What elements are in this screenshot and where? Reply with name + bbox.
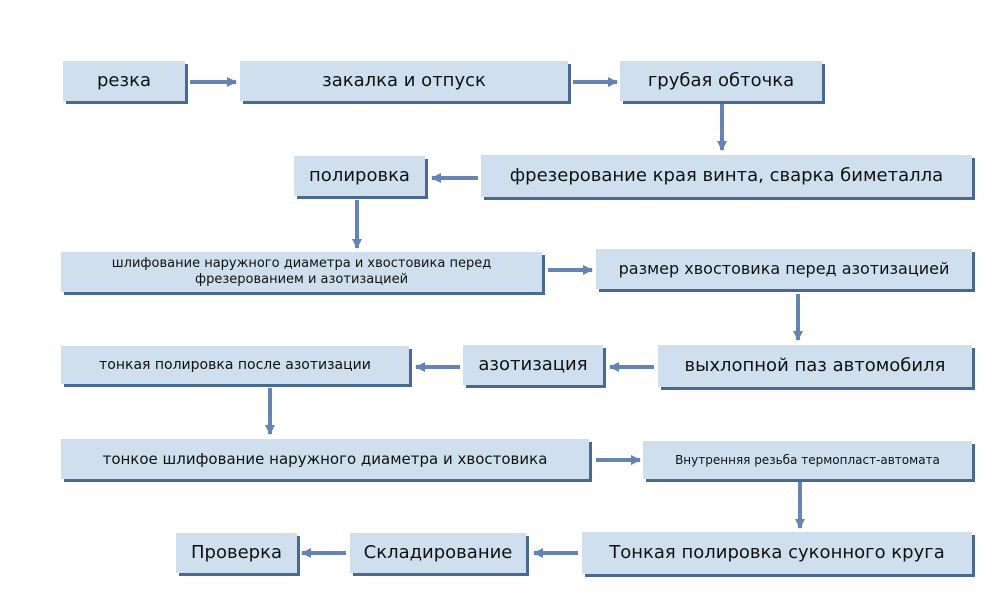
step-label: Тонкая полировка суконного круга — [609, 542, 945, 564]
step-shlifovanie-pered-azotizaciey: шлифование наружного диаметра и хвостови… — [61, 252, 542, 292]
step-label: выхлопной паз автомобиля — [684, 355, 946, 377]
step-vnutrennyaya-rezba: Внутренняя резьба термопласт-автомата — [643, 441, 972, 479]
step-label: тонкая полировка после азотизации — [99, 356, 371, 373]
step-label: азотизация — [478, 354, 588, 376]
step-proverka: Проверка — [176, 533, 297, 573]
step-rezka: резка — [63, 61, 185, 101]
step-label: резка — [97, 70, 151, 92]
step-tonkoe-shlifovanie: тонкое шлифование наружного диаметра и х… — [61, 439, 589, 479]
step-label: Складирование — [363, 542, 513, 564]
step-label: размер хвостовика перед азотизацией — [618, 259, 950, 279]
step-skladirovanie: Складирование — [350, 533, 526, 573]
step-label: шлифование наружного диаметра и хвостови… — [111, 256, 492, 287]
step-label: грубая обточка — [647, 70, 795, 92]
step-label: закалка и отпуск — [322, 70, 486, 92]
step-zakalka-i-otpusk: закалка и отпуск — [240, 61, 568, 101]
step-razmer-hvostovika: размер хвостовика перед азотизацией — [596, 249, 972, 289]
step-label: полировка — [309, 165, 410, 187]
step-tonkaya-polirovka-sukonnogo-kruga: Тонкая полировка суконного круга — [582, 532, 972, 574]
step-vyhlopnoy-paz: выхлопной паз автомобиля — [658, 345, 972, 387]
step-polirovka: полировка — [294, 156, 425, 196]
step-azotizaciya: азотизация — [463, 345, 603, 385]
step-label: фрезерование края винта, сварка биметалл… — [509, 165, 944, 187]
step-label: Проверка — [191, 542, 282, 564]
step-label: Внутренняя резьба термопласт-автомата — [675, 452, 940, 467]
step-label: тонкое шлифование наружного диаметра и х… — [102, 450, 548, 468]
step-grubaya-obtochka: грубая обточка — [620, 61, 822, 101]
step-frezerovanie-svarka: фрезерование края винта, сварка биметалл… — [481, 155, 972, 197]
step-tonkaya-polirovka-posle-azotizacii: тонкая полировка после азотизации — [61, 346, 409, 384]
